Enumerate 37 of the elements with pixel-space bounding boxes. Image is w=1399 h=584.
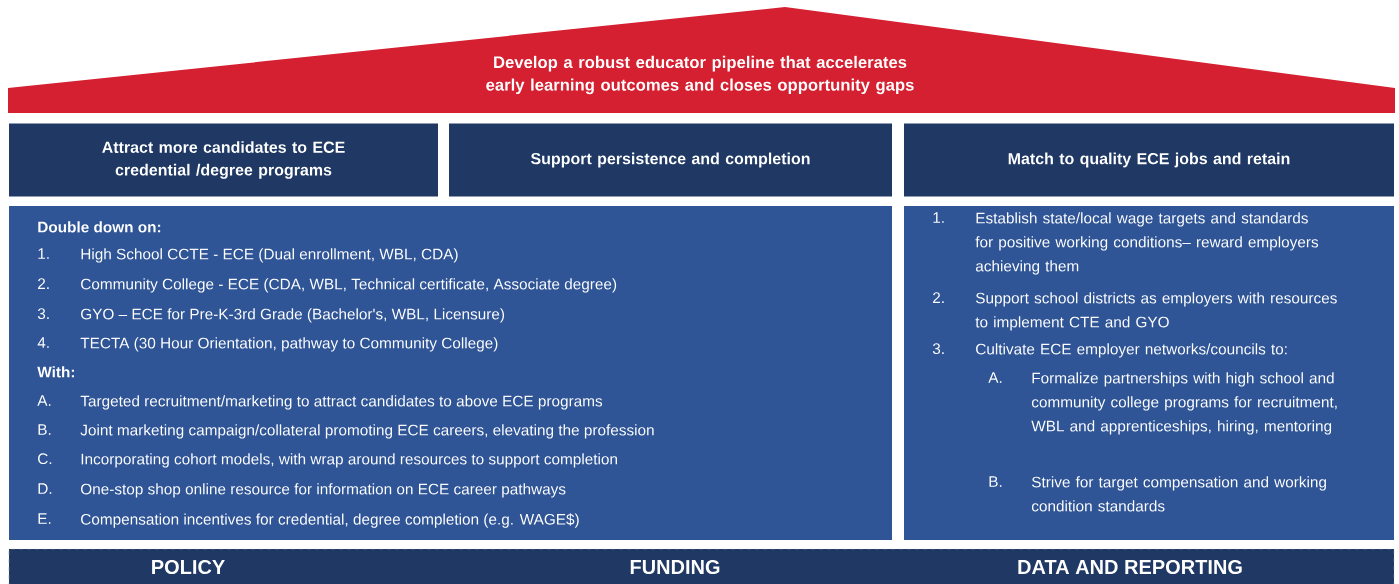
list-item: Strive for target compensation and working condition standards	[1031, 476, 1326, 512]
foundation-band: POLICY FUNDING DATA AND REPORTING	[8, 548, 1395, 584]
list-number: B.	[38, 424, 51, 435]
list-heading: With:	[37, 366, 74, 378]
list-item: Compensation incentives for credential, degree completion (e.g. WAGE$)	[81, 513, 579, 528]
list-item: Joint marketing campaign/collateral promoting ECE careers, elevating the profession	[80, 424, 654, 439]
list-item: GYO – ECE for Pre-K-3rd Grade (Bachelor's, WBL, Licensure)	[81, 308, 505, 323]
list-number: 1.	[38, 248, 49, 259]
list-number: E.	[38, 513, 51, 524]
column-header: Support persistence and completion	[449, 123, 892, 197]
list-item: Incorporating cohort models, with wrap around resources to support completion	[81, 453, 617, 468]
list-number: 4.	[37, 337, 49, 348]
list-number: 3.	[37, 308, 49, 320]
list-item: Cultivate ECE employer networks/councils to:	[976, 343, 1287, 358]
list-item: TECTA (30 Hour Orientation, pathway to Community College)	[80, 337, 498, 352]
list-item: High School CCTE - ECE (Dual enrollment, WBL, CDA)	[81, 248, 458, 263]
list-number: D.	[38, 483, 52, 494]
list-item: Establish state/local wage targets and standards for positive working conditions– reward employers achieving them	[975, 212, 1319, 275]
column-header: Attract more candidates to ECE credential /degree programs	[9, 123, 438, 197]
column-header: Match to quality ECE jobs and retain	[904, 123, 1394, 197]
list-number: B.	[989, 476, 1002, 487]
list-item: Community College - ECE (CDA, WBL, Technical certificate, Associate degree)	[81, 278, 617, 293]
roof-banner: Develop a robust educator pipeline that accelerates early learning outcomes and closes opportunity gaps	[8, 7, 1395, 113]
list-number: C.	[38, 453, 52, 465]
list-item: Targeted recruitment/marketing to attract candidates to above ECE programs	[80, 395, 603, 410]
list-number: A.	[988, 372, 1002, 383]
list-item: Support school districts as employers with resources to implement CTE and GYO	[975, 292, 1337, 331]
list-number: 1.	[933, 212, 944, 223]
list-number: A.	[37, 395, 51, 406]
list-heading: Double down on:	[38, 221, 161, 233]
list-number: 2.	[38, 278, 49, 289]
list-number: 2.	[933, 292, 944, 303]
list-item: Formalize partnerships with high school and community college programs for recruitment, WBL and apprenticeships, hiring, mentoring	[1031, 372, 1337, 435]
list-number: 3.	[932, 343, 944, 355]
content-panel	[904, 206, 1394, 540]
list-item: One-stop shop online resource for information on ECE career pathways	[81, 483, 566, 498]
content-panel	[9, 206, 892, 540]
